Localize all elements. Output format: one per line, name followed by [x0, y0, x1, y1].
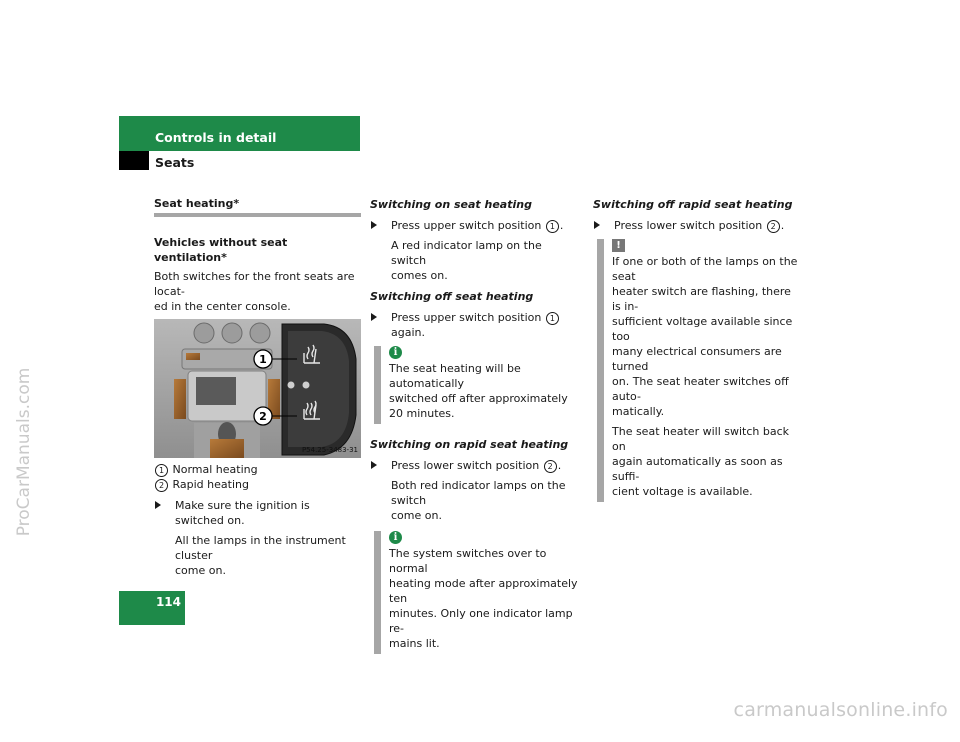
- instruction-step: Make sure the ignition is switched on.: [154, 498, 361, 528]
- step-text: Press lower switch position: [391, 459, 540, 472]
- legend-item: 2 Rapid heating: [154, 477, 361, 492]
- instruction-step: Press upper switch position 1 again.: [370, 310, 580, 340]
- header-marker: [119, 151, 149, 170]
- callout-1-marker: [253, 349, 273, 369]
- step-text: Press upper switch position: [391, 219, 542, 232]
- note-text: The system switches over to normal heati…: [389, 547, 578, 650]
- step-text: Press upper switch position: [391, 311, 542, 324]
- step-text-end: .: [780, 219, 785, 232]
- legend-label: Rapid heating: [172, 478, 249, 491]
- legend-number: 2: [155, 479, 168, 492]
- info-note: i The seat heating will be automatically…: [370, 346, 580, 424]
- step-text: Make sure the ignition is switched on.: [175, 499, 310, 527]
- photo-code: P54.25-3483-31: [302, 446, 358, 454]
- switch-off-heading: Switching off seat heating: [370, 290, 534, 303]
- step-arrow-icon: [371, 313, 377, 321]
- air-vent-icon: [193, 322, 271, 344]
- switch-position-number: 2: [766, 220, 780, 233]
- instruction-step: Press upper switch position 1.: [370, 218, 580, 233]
- legend-number: 1: [155, 464, 168, 477]
- info-icon: i: [389, 531, 402, 544]
- step-result: Both red indicator lamps on the switch c…: [391, 479, 566, 522]
- page-number: 114: [155, 595, 181, 609]
- note-bar: [374, 346, 381, 424]
- warning-text: If one or both of the lamps on the seat …: [612, 255, 798, 418]
- instruction-step: Press lower switch position 2.: [593, 218, 803, 233]
- chapter-title: Controls in detail: [155, 130, 277, 145]
- column-3: Switching off rapid seat heating Press l…: [593, 197, 803, 502]
- legend-label: Normal heating: [172, 463, 258, 476]
- switch-position-number: 2: [543, 460, 557, 473]
- switch-position-number: 1: [545, 312, 559, 325]
- side-watermark-text: ProCarManuals.com: [14, 367, 34, 537]
- step-text-end: again.: [391, 326, 425, 339]
- note-text: The seat heating will be automatically s…: [389, 362, 568, 420]
- callout-1-label: 1: [259, 353, 267, 366]
- column-1: Seat heating* Vehicles without seat vent…: [154, 197, 361, 578]
- callout-2-label: 2: [259, 410, 267, 423]
- page-number-box: 114: [119, 591, 185, 625]
- step-arrow-icon: [371, 461, 377, 469]
- note-bar: [374, 531, 381, 654]
- center-console-photo: 1 2 P54.25-3483-31: [154, 319, 361, 458]
- step-result: A red indicator lamp on the switch comes…: [391, 239, 542, 282]
- subsection-heading: Vehicles without seat ventilation*: [154, 236, 288, 264]
- bottom-watermark: carmanualsonline.info: [733, 699, 948, 721]
- intro-text: Both switches for the front seats are lo…: [154, 270, 355, 313]
- rapid-off-heading: Switching off rapid seat heating: [593, 198, 793, 211]
- column-2: Switching on seat heating Press upper sw…: [370, 197, 580, 654]
- section-title: Seats: [155, 155, 195, 170]
- step-text-end: .: [559, 219, 564, 232]
- step-arrow-icon: [155, 501, 161, 509]
- switch-on-heading: Switching on seat heating: [370, 198, 532, 211]
- step-arrow-icon: [371, 221, 377, 229]
- step-text-end: .: [557, 459, 562, 472]
- seat-heating-heading: Seat heating*: [154, 197, 240, 210]
- heading-rule: [154, 213, 361, 217]
- callout-2-marker: [253, 406, 273, 426]
- warning-text: The seat heater will switch back on agai…: [612, 425, 789, 498]
- note-bar: [597, 239, 604, 502]
- legend-item: 1 Normal heating: [154, 462, 361, 477]
- step-text: Press lower switch position: [614, 219, 763, 232]
- warning-note: ! If one or both of the lamps on the sea…: [593, 239, 803, 502]
- seat-heat-switch-lower-icon: [303, 400, 320, 420]
- seat-heat-switch-upper-icon: [303, 344, 320, 364]
- warning-icon: !: [612, 239, 625, 252]
- switch-position-number: 1: [545, 220, 559, 233]
- info-icon: i: [389, 346, 402, 359]
- instruction-step: Press lower switch position 2.: [370, 458, 580, 473]
- rapid-on-heading: Switching on rapid seat heating: [370, 438, 569, 451]
- info-note: i The system switches over to normal hea…: [370, 531, 580, 654]
- step-result: All the lamps in the instrument cluster …: [175, 534, 346, 577]
- step-arrow-icon: [594, 221, 600, 229]
- header-band: [119, 116, 360, 151]
